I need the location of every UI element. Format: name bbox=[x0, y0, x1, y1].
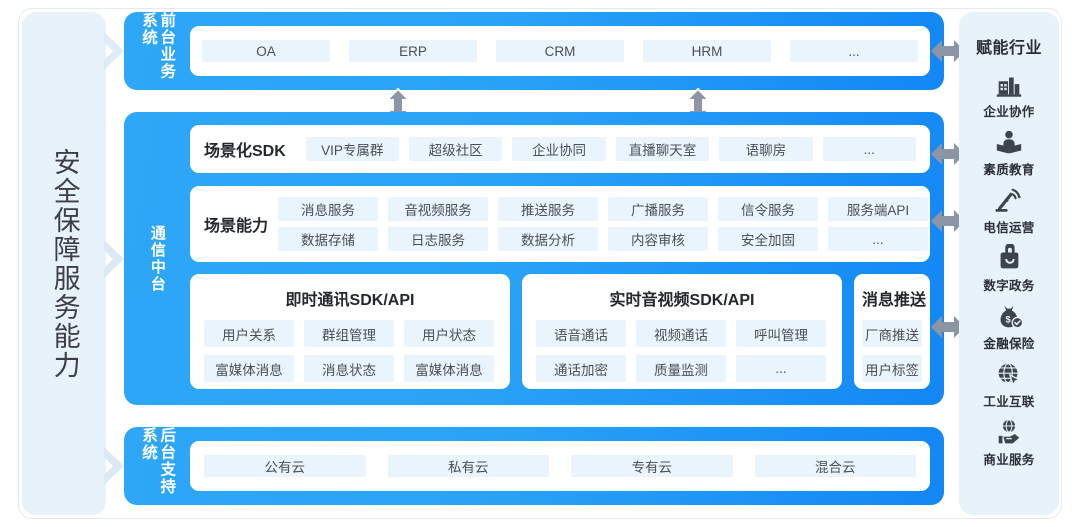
industry-label: 商业服务 bbox=[983, 453, 1035, 467]
back-office-card: 公有云 私有云 专有云 混合云 bbox=[190, 441, 930, 491]
ability-chip-moderation[interactable]: 内容审核 bbox=[608, 227, 709, 251]
scene-sdk-chip-community[interactable]: 超级社区 bbox=[408, 137, 503, 161]
industry-item-industrial-internet[interactable]: 工业互联 bbox=[959, 360, 1059, 410]
front-office-title-wrap: 前台业务系统 bbox=[132, 12, 182, 90]
globe-cursor-icon bbox=[994, 360, 1024, 390]
back-office-title: 后台支持系统 bbox=[140, 427, 176, 495]
im-chip-user-relation[interactable]: 用户关系 bbox=[204, 320, 294, 347]
horizontal-double-arrow-3 bbox=[930, 208, 966, 234]
im-chip-user-status[interactable]: 用户状态 bbox=[404, 320, 494, 347]
communication-midplatform-section: 通信中台 场景化SDK VIP专属群 超级社区 企业协同 直播聊天室 语聊房 .… bbox=[124, 112, 944, 405]
back-office-title-wrap: 后台支持系统 bbox=[132, 427, 182, 505]
rtc-chip-quality[interactable]: 质量监测 bbox=[636, 355, 726, 382]
scene-sdk-label: 场景化SDK bbox=[204, 143, 286, 160]
industry-item-commercial-service[interactable]: 商业服务 bbox=[959, 418, 1059, 468]
chevron-right-icon-top bbox=[104, 24, 130, 78]
ability-chip-storage[interactable]: 数据存储 bbox=[278, 227, 379, 251]
rtc-sdk-title: 实时音视频SDK/API bbox=[609, 292, 755, 309]
industry-item-telecom[interactable]: 电信运营 bbox=[959, 186, 1059, 236]
ability-chip-av[interactable]: 音视频服务 bbox=[388, 197, 489, 221]
im-chip-rich-media-1[interactable]: 富媒体消息 bbox=[204, 355, 294, 382]
rtc-chip-call-mgmt[interactable]: 呼叫管理 bbox=[736, 320, 826, 347]
industry-item-enterprise-collab[interactable]: 企业协作 bbox=[959, 70, 1059, 120]
left-panel-label: 安全保障服务能力 bbox=[49, 147, 80, 380]
chevron-right-icon-bottom bbox=[104, 439, 130, 493]
scene-sdk-chip-more[interactable]: ... bbox=[822, 137, 916, 161]
cloud-chip-dedicated[interactable]: 专有云 bbox=[571, 455, 733, 477]
rtc-chip-call-encrypt[interactable]: 通话加密 bbox=[536, 355, 626, 382]
ability-chip-more[interactable]: ... bbox=[828, 227, 929, 251]
system-chip-erp[interactable]: ERP bbox=[349, 40, 477, 62]
front-office-title: 前台业务系统 bbox=[140, 12, 176, 80]
ability-chip-signal[interactable]: 信令服务 bbox=[718, 197, 819, 221]
ability-chip-serverapi[interactable]: 服务端API bbox=[828, 197, 929, 221]
push-card: 消息推送 厂商推送 用户标签 bbox=[854, 274, 930, 389]
industry-item-finance-insurance[interactable]: $ 金融保险 bbox=[959, 302, 1059, 352]
ability-chip-push[interactable]: 推送服务 bbox=[498, 197, 599, 221]
scene-ability-label: 场景能力 bbox=[204, 218, 269, 235]
reading-person-icon bbox=[994, 128, 1024, 158]
horizontal-double-arrow-1 bbox=[930, 38, 966, 64]
scene-sdk-chip-liveroom[interactable]: 直播聊天室 bbox=[615, 137, 710, 161]
front-office-section: 前台业务系统 OA ERP CRM HRM ... bbox=[124, 12, 944, 90]
push-chip-vendor[interactable]: 厂商推送 bbox=[862, 320, 922, 347]
ability-chip-log[interactable]: 日志服务 bbox=[388, 227, 489, 251]
industry-item-digital-government[interactable]: 数字政务 bbox=[959, 244, 1059, 294]
im-sdk-card: 即时通讯SDK/API 用户关系 群组管理 用户状态 富媒体消息 消息状态 富媒… bbox=[190, 274, 510, 389]
rtc-sdk-card: 实时音视频SDK/API 语音通话 视频通话 呼叫管理 通话加密 质量监测 ..… bbox=[522, 274, 842, 389]
horizontal-double-arrow-2 bbox=[930, 141, 966, 167]
industry-label: 数字政务 bbox=[983, 279, 1035, 293]
industry-label: 素质教育 bbox=[983, 163, 1035, 177]
rtc-chip-voice-call[interactable]: 语音通话 bbox=[536, 320, 626, 347]
briefcase-lock-icon bbox=[994, 244, 1024, 274]
system-chip-crm[interactable]: CRM bbox=[496, 40, 624, 62]
im-chip-message-status[interactable]: 消息状态 bbox=[304, 355, 394, 382]
back-office-section: 后台支持系统 公有云 私有云 专有云 混合云 bbox=[124, 427, 944, 505]
midplatform-title: 通信中台 bbox=[148, 224, 166, 293]
front-office-card: OA ERP CRM HRM ... bbox=[190, 26, 930, 76]
scene-sdk-card: 场景化SDK VIP专属群 超级社区 企业协同 直播聊天室 语聊房 ... bbox=[190, 125, 930, 173]
rtc-chip-more[interactable]: ... bbox=[736, 355, 826, 382]
industry-label: 金融保险 bbox=[983, 337, 1035, 351]
system-chip-oa[interactable]: OA bbox=[202, 40, 330, 62]
satellite-dish-icon bbox=[994, 186, 1024, 216]
industry-label: 电信运营 bbox=[983, 221, 1035, 235]
im-chip-group-mgmt[interactable]: 群组管理 bbox=[304, 320, 394, 347]
im-sdk-title: 即时通讯SDK/API bbox=[285, 292, 415, 309]
building-chart-icon bbox=[994, 70, 1024, 100]
ability-chip-message[interactable]: 消息服务 bbox=[278, 197, 379, 221]
scene-sdk-chip-voiceroom[interactable]: 语聊房 bbox=[719, 137, 813, 161]
push-chip-user-tag[interactable]: 用户标签 bbox=[862, 355, 922, 382]
scene-ability-card: 场景能力 消息服务 音视频服务 推送服务 广播服务 信令服务 服务端API 数据… bbox=[190, 186, 930, 262]
industry-item-quality-education[interactable]: 素质教育 bbox=[959, 128, 1059, 178]
cloud-chip-private[interactable]: 私有云 bbox=[387, 455, 549, 477]
globe-handshake-icon bbox=[994, 418, 1024, 448]
scene-sdk-chip-collab[interactable]: 企业协同 bbox=[512, 137, 606, 161]
horizontal-double-arrow-4 bbox=[930, 314, 966, 340]
industry-panel-title: 赋能行业 bbox=[975, 40, 1042, 57]
rtc-chip-video-call[interactable]: 视频通话 bbox=[636, 320, 726, 347]
ability-chip-security[interactable]: 安全加固 bbox=[718, 227, 819, 251]
push-title: 消息推送 bbox=[862, 292, 927, 309]
system-chip-hrm[interactable]: HRM bbox=[643, 40, 771, 62]
im-chip-rich-media-2[interactable]: 富媒体消息 bbox=[404, 355, 494, 382]
system-chip-more[interactable]: ... bbox=[790, 40, 918, 62]
money-bag-shield-icon: $ bbox=[994, 302, 1024, 332]
right-industry-panel: 赋能行业 企业协作 bbox=[959, 12, 1059, 515]
cloud-chip-hybrid[interactable]: 混合云 bbox=[754, 455, 916, 477]
scene-sdk-chip-vip[interactable]: VIP专属群 bbox=[305, 137, 399, 161]
svg-text:$: $ bbox=[1005, 315, 1011, 325]
industry-label: 企业协作 bbox=[983, 105, 1035, 119]
cloud-chip-public[interactable]: 公有云 bbox=[204, 455, 366, 477]
midplatform-title-wrap: 通信中台 bbox=[132, 112, 182, 405]
ability-chip-broadcast[interactable]: 广播服务 bbox=[608, 197, 709, 221]
left-capability-panel: 安全保障服务能力 bbox=[22, 12, 106, 515]
industry-label: 工业互联 bbox=[983, 395, 1035, 409]
chevron-right-icon-middle bbox=[104, 232, 130, 286]
ability-chip-analytics[interactable]: 数据分析 bbox=[498, 227, 599, 251]
